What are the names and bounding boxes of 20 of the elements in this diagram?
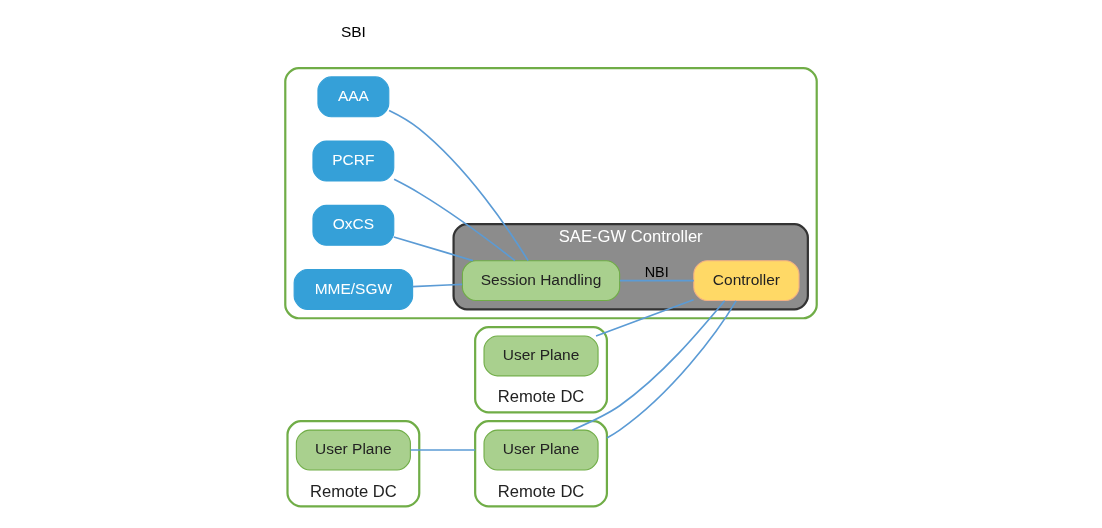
connector <box>409 449 476 451</box>
node-box: AAA <box>317 76 390 118</box>
node-box: User Plane <box>483 429 599 471</box>
node-box: OxCS <box>312 204 395 246</box>
label: SBI <box>340 22 366 40</box>
node-box: Session Handling <box>461 260 621 302</box>
connector <box>411 283 464 288</box>
node-box: User Plane <box>295 429 411 471</box>
connector <box>571 299 726 431</box>
node-box: PCRF <box>312 140 395 182</box>
connector <box>388 109 529 262</box>
edge-label: NBI <box>644 263 669 280</box>
connector <box>393 236 474 262</box>
connector <box>393 178 516 262</box>
cluster <box>284 66 818 320</box>
node-box: User Plane <box>483 335 599 377</box>
node-box: Controller <box>693 260 800 302</box>
connector <box>619 279 695 282</box>
connector <box>606 300 737 439</box>
node-box: MME/SGW <box>293 269 414 310</box>
